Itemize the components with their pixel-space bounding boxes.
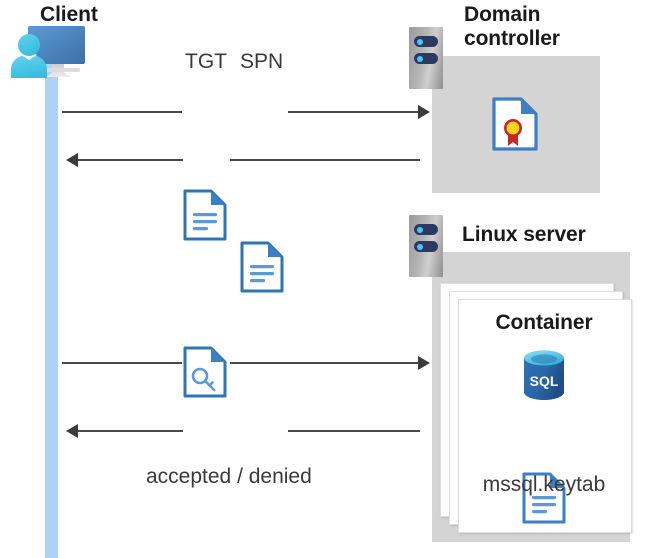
keytab-label: mssql.keytab — [482, 473, 606, 496]
client-lifeline — [45, 62, 58, 558]
accepted-denied-caption: accepted / denied — [146, 465, 312, 488]
message-1-arrowhead — [418, 105, 430, 119]
message-3-line-left — [62, 362, 182, 364]
message-4-line-right — [288, 430, 420, 432]
message-2-line-left — [78, 159, 183, 161]
user-monitor-icon — [8, 24, 108, 86]
message-2-arrowhead — [66, 153, 78, 167]
linux-server-label: Linux server — [462, 223, 586, 246]
tgt-document-icon — [183, 189, 660, 241]
spn-document-icon — [240, 241, 660, 293]
ticket-key-document-icon-upper — [183, 346, 660, 398]
linux-server-rack-icon — [409, 215, 443, 277]
domain-controller-server-rack-icon — [409, 27, 443, 89]
message-1-line-left — [62, 111, 182, 113]
certificate-document-icon — [492, 97, 660, 151]
message-3-line-right — [230, 362, 420, 364]
client-label: Client — [40, 3, 98, 26]
keytab-document-icon — [522, 472, 660, 524]
sql-database-icon: SQL — [521, 349, 567, 406]
domain-controller-label-line1: Domain — [464, 3, 541, 26]
message-1-line-right — [288, 111, 420, 113]
message-4-arrowhead — [66, 424, 78, 438]
sql-icon-text: SQL — [530, 373, 559, 389]
message-4-line-left — [78, 430, 183, 432]
spn-label: SPN — [240, 50, 284, 73]
container-label: Container — [495, 311, 593, 334]
domain-controller-label-line2: controller — [464, 27, 560, 50]
message-3-arrowhead — [418, 356, 430, 370]
message-2-line-right — [230, 159, 420, 161]
tgt-label: TGT — [185, 50, 227, 73]
